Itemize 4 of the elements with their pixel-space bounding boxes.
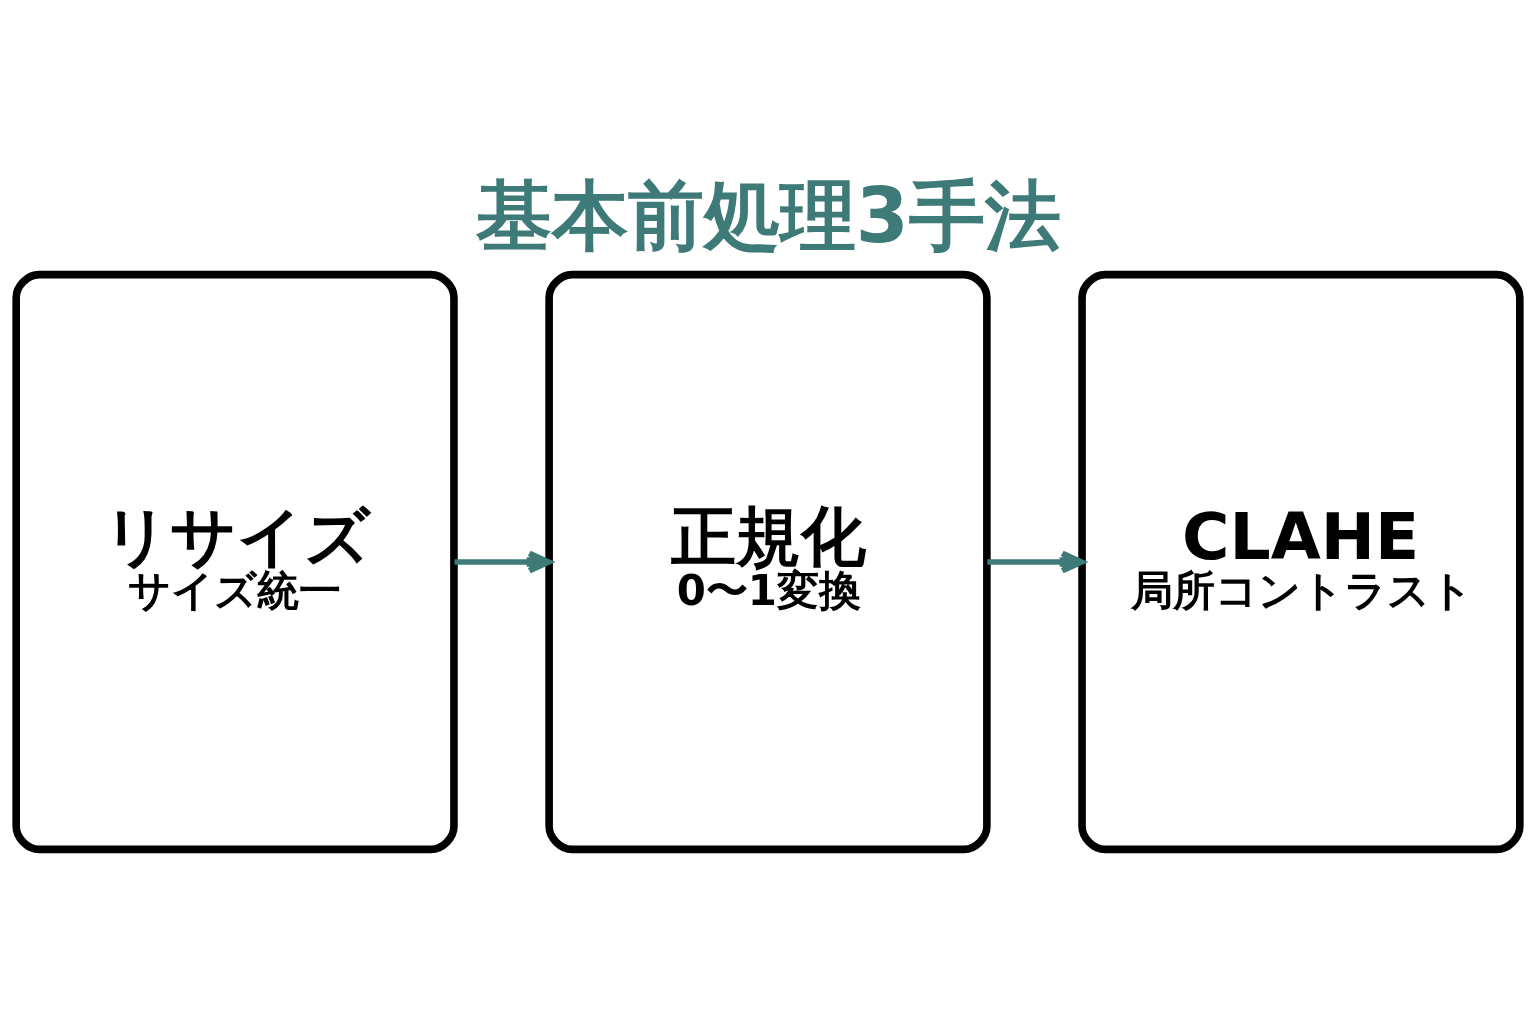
- node-box: 正規化 0〜1変換: [545, 270, 991, 853]
- diagram-title: 基本前処理3手法: [475, 170, 1061, 260]
- node-box: リサイズ サイズ統一: [12, 270, 458, 853]
- node-box: CLAHE 局所コントラスト: [1078, 270, 1524, 853]
